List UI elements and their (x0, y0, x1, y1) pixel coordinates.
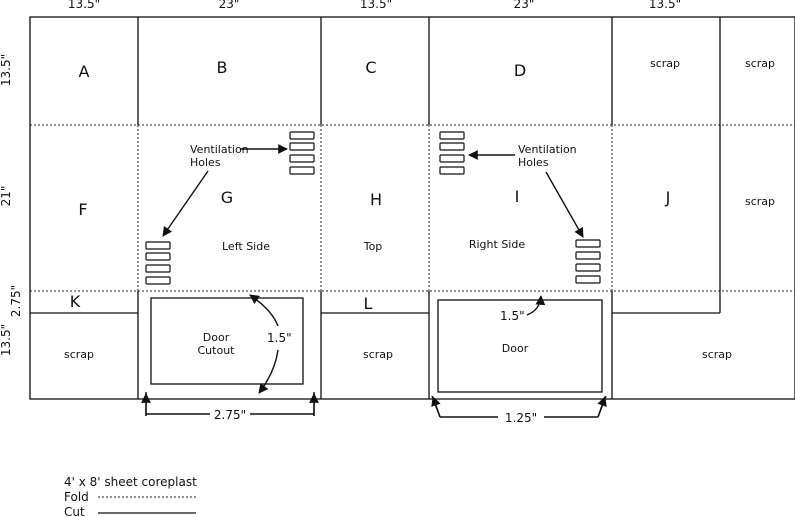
door-labels: Door Cutout Door (198, 331, 529, 357)
dim-callout-left-inner: 1.5" (249, 294, 292, 394)
panel-g-label: G (221, 188, 233, 207)
legend-title: 4' x 8' sheet coreplast (64, 475, 197, 489)
panel-labels: A B C D F G H I J K L (70, 58, 671, 313)
fold-lines (30, 124, 795, 292)
dim-left-4: 13.5" (0, 324, 13, 356)
panel-b-label: B (217, 58, 228, 77)
legend-fold-label: Fold (64, 490, 89, 504)
dim-bottom-left: 2.75" (141, 392, 319, 422)
panel-i-label: I (515, 187, 520, 206)
cut-lines (29, 16, 795, 400)
vent-left-label-1: Ventilation (190, 143, 249, 156)
dim-callout-right-inner: 1.5" (500, 295, 546, 323)
door-outline (437, 299, 603, 393)
dim-bottom-right: 1.25" (431, 395, 607, 425)
legend: 4' x 8' sheet coreplast Fold Cut (64, 475, 197, 517)
dim-left-1: 13.5" (0, 54, 13, 86)
vent-holes-left-bottom (145, 241, 171, 285)
scrap-label: scrap (650, 57, 680, 70)
side-labels: Left Side Top Right Side (222, 238, 525, 253)
dim-top-2: 23" (219, 0, 240, 11)
panel-j-label: J (665, 188, 671, 207)
vent-holes-right-top (439, 131, 465, 175)
vent-right-label-2: Holes (518, 156, 549, 169)
dim-left-inner-label: 1.5" (267, 331, 292, 345)
vent-callout-left: Ventilation Holes (162, 143, 288, 237)
dim-right-bottom-label: 1.25" (505, 411, 537, 425)
dim-left-bottom-label: 2.75" (214, 408, 246, 422)
dim-right-inner-label: 1.5" (500, 309, 525, 323)
panel-c-label: C (365, 58, 376, 77)
dim-top-1: 13.5" (68, 0, 100, 11)
panel-a-label: A (79, 62, 90, 81)
dim-left-2: 21" (0, 186, 13, 207)
left-side-label: Left Side (222, 240, 270, 253)
dim-left-3: 2.75" (9, 285, 23, 317)
door-cutout-outline (150, 297, 304, 385)
panel-k-label: K (70, 292, 81, 311)
vent-right-label-1: Ventilation (518, 143, 577, 156)
left-dimensions: 13.5" 21" 2.75" 13.5" (0, 54, 23, 356)
top-label: Top (363, 240, 383, 253)
dim-top-5: 13.5" (649, 0, 681, 11)
vent-left-label-2: Holes (190, 156, 221, 169)
scrap-label: scrap (363, 348, 393, 361)
scrap-label: scrap (745, 57, 775, 70)
door-label: Door (502, 342, 529, 355)
scrap-label: scrap (64, 348, 94, 361)
scrap-label: scrap (702, 348, 732, 361)
door-cutout-label-1: Door (203, 331, 230, 344)
panel-l-label: L (364, 294, 373, 313)
door-cutout-label-2: Cutout (198, 344, 236, 357)
panel-h-label: H (370, 190, 382, 209)
dim-top-3: 13.5" (360, 0, 392, 11)
dim-top-4: 23" (514, 0, 535, 11)
panel-d-label: D (514, 61, 526, 80)
top-dimensions: 13.5" 23" 13.5" 23" 13.5" (68, 0, 681, 11)
vent-callout-right: Ventilation Holes (468, 143, 584, 238)
scrap-label: scrap (745, 195, 775, 208)
right-side-label: Right Side (469, 238, 525, 251)
vent-holes-right-bottom (575, 239, 601, 284)
legend-cut-label: Cut (64, 505, 85, 517)
scrap-labels: scrap scrap scrap scrap scrap scrap (64, 57, 775, 361)
vent-holes-left-top (289, 131, 315, 175)
panel-f-label: F (78, 200, 87, 219)
